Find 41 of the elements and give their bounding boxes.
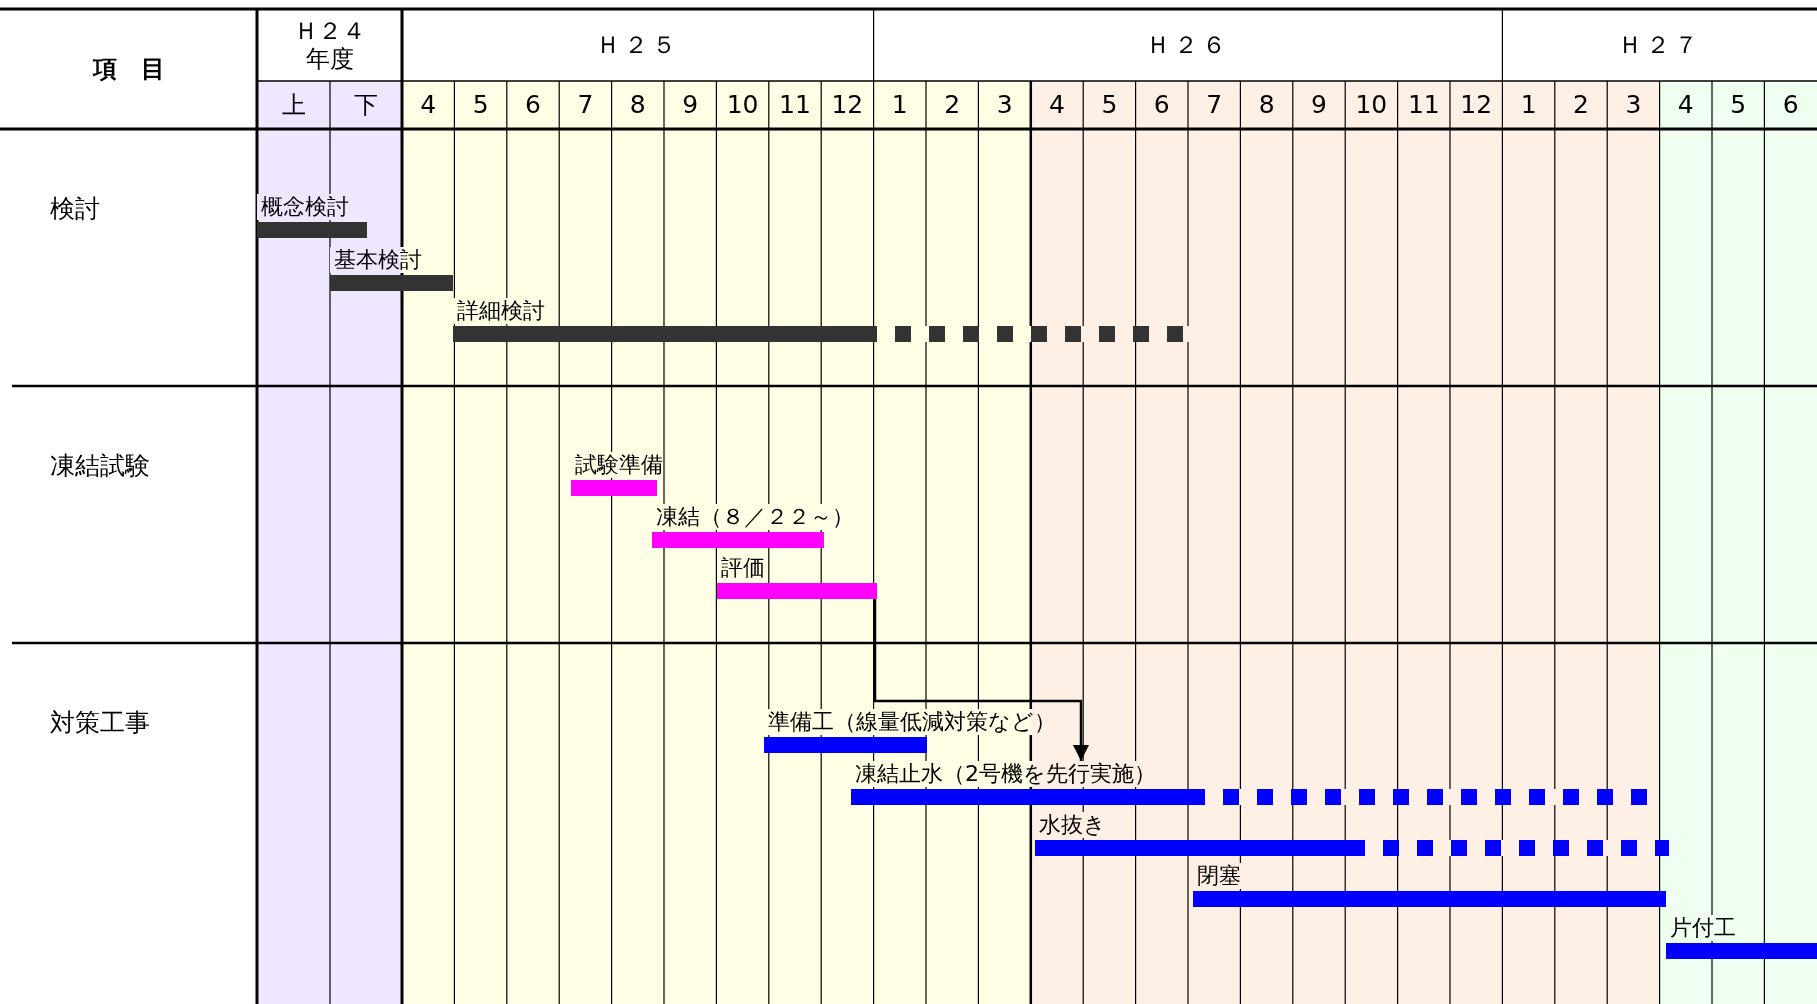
month-label: 6 — [525, 91, 541, 119]
year-label: Ｈ２４年度 — [292, 17, 367, 73]
month-label: 3 — [996, 91, 1013, 119]
year-label: Ｈ２７ — [1617, 31, 1702, 59]
month-label: 8 — [1258, 91, 1275, 119]
year-label: Ｈ２５ — [595, 31, 680, 59]
month-label: 8 — [629, 91, 646, 119]
month-label: 3 — [1625, 91, 1642, 119]
month-label: 12 — [1460, 91, 1493, 119]
month-label: 1 — [891, 91, 908, 119]
column-header: 項 目 — [92, 55, 165, 83]
month-label: 7 — [577, 91, 594, 119]
month-label: 5 — [472, 91, 489, 119]
month-label: 1 — [1520, 91, 1537, 119]
month-label: 4 — [1677, 91, 1694, 119]
task-label: 基本検討 — [330, 247, 422, 273]
row-heading: 凍結試験 — [50, 450, 150, 482]
arrow — [873, 599, 1089, 761]
month-label: 7 — [1206, 91, 1223, 119]
month-label: 9 — [682, 91, 699, 119]
month-label: 2 — [944, 91, 961, 119]
month-label: 12 — [831, 91, 864, 119]
month-label: 11 — [779, 91, 811, 119]
month-label: 2 — [1573, 91, 1589, 119]
month-label: 9 — [1311, 91, 1327, 119]
month-label: 4 — [420, 91, 437, 119]
month-label: 10 — [726, 91, 759, 119]
month-label: 4 — [1049, 91, 1065, 119]
half-year-label: 下 — [354, 91, 378, 119]
month-label: 5 — [1101, 91, 1118, 119]
month-label: 10 — [1355, 91, 1388, 119]
month-label: 6 — [1153, 91, 1170, 119]
row-heading: 検討 — [50, 193, 100, 225]
month-label: 5 — [1730, 91, 1747, 119]
year-label: Ｈ２６ — [1146, 31, 1230, 59]
task-label: 概念検討 — [257, 194, 349, 220]
row-heading: 対策工事 — [50, 707, 150, 739]
month-label: 6 — [1782, 91, 1799, 119]
half-year-label: 上 — [281, 91, 306, 119]
month-label: 11 — [1407, 91, 1440, 119]
task-label: 詳細検討 — [453, 298, 545, 324]
